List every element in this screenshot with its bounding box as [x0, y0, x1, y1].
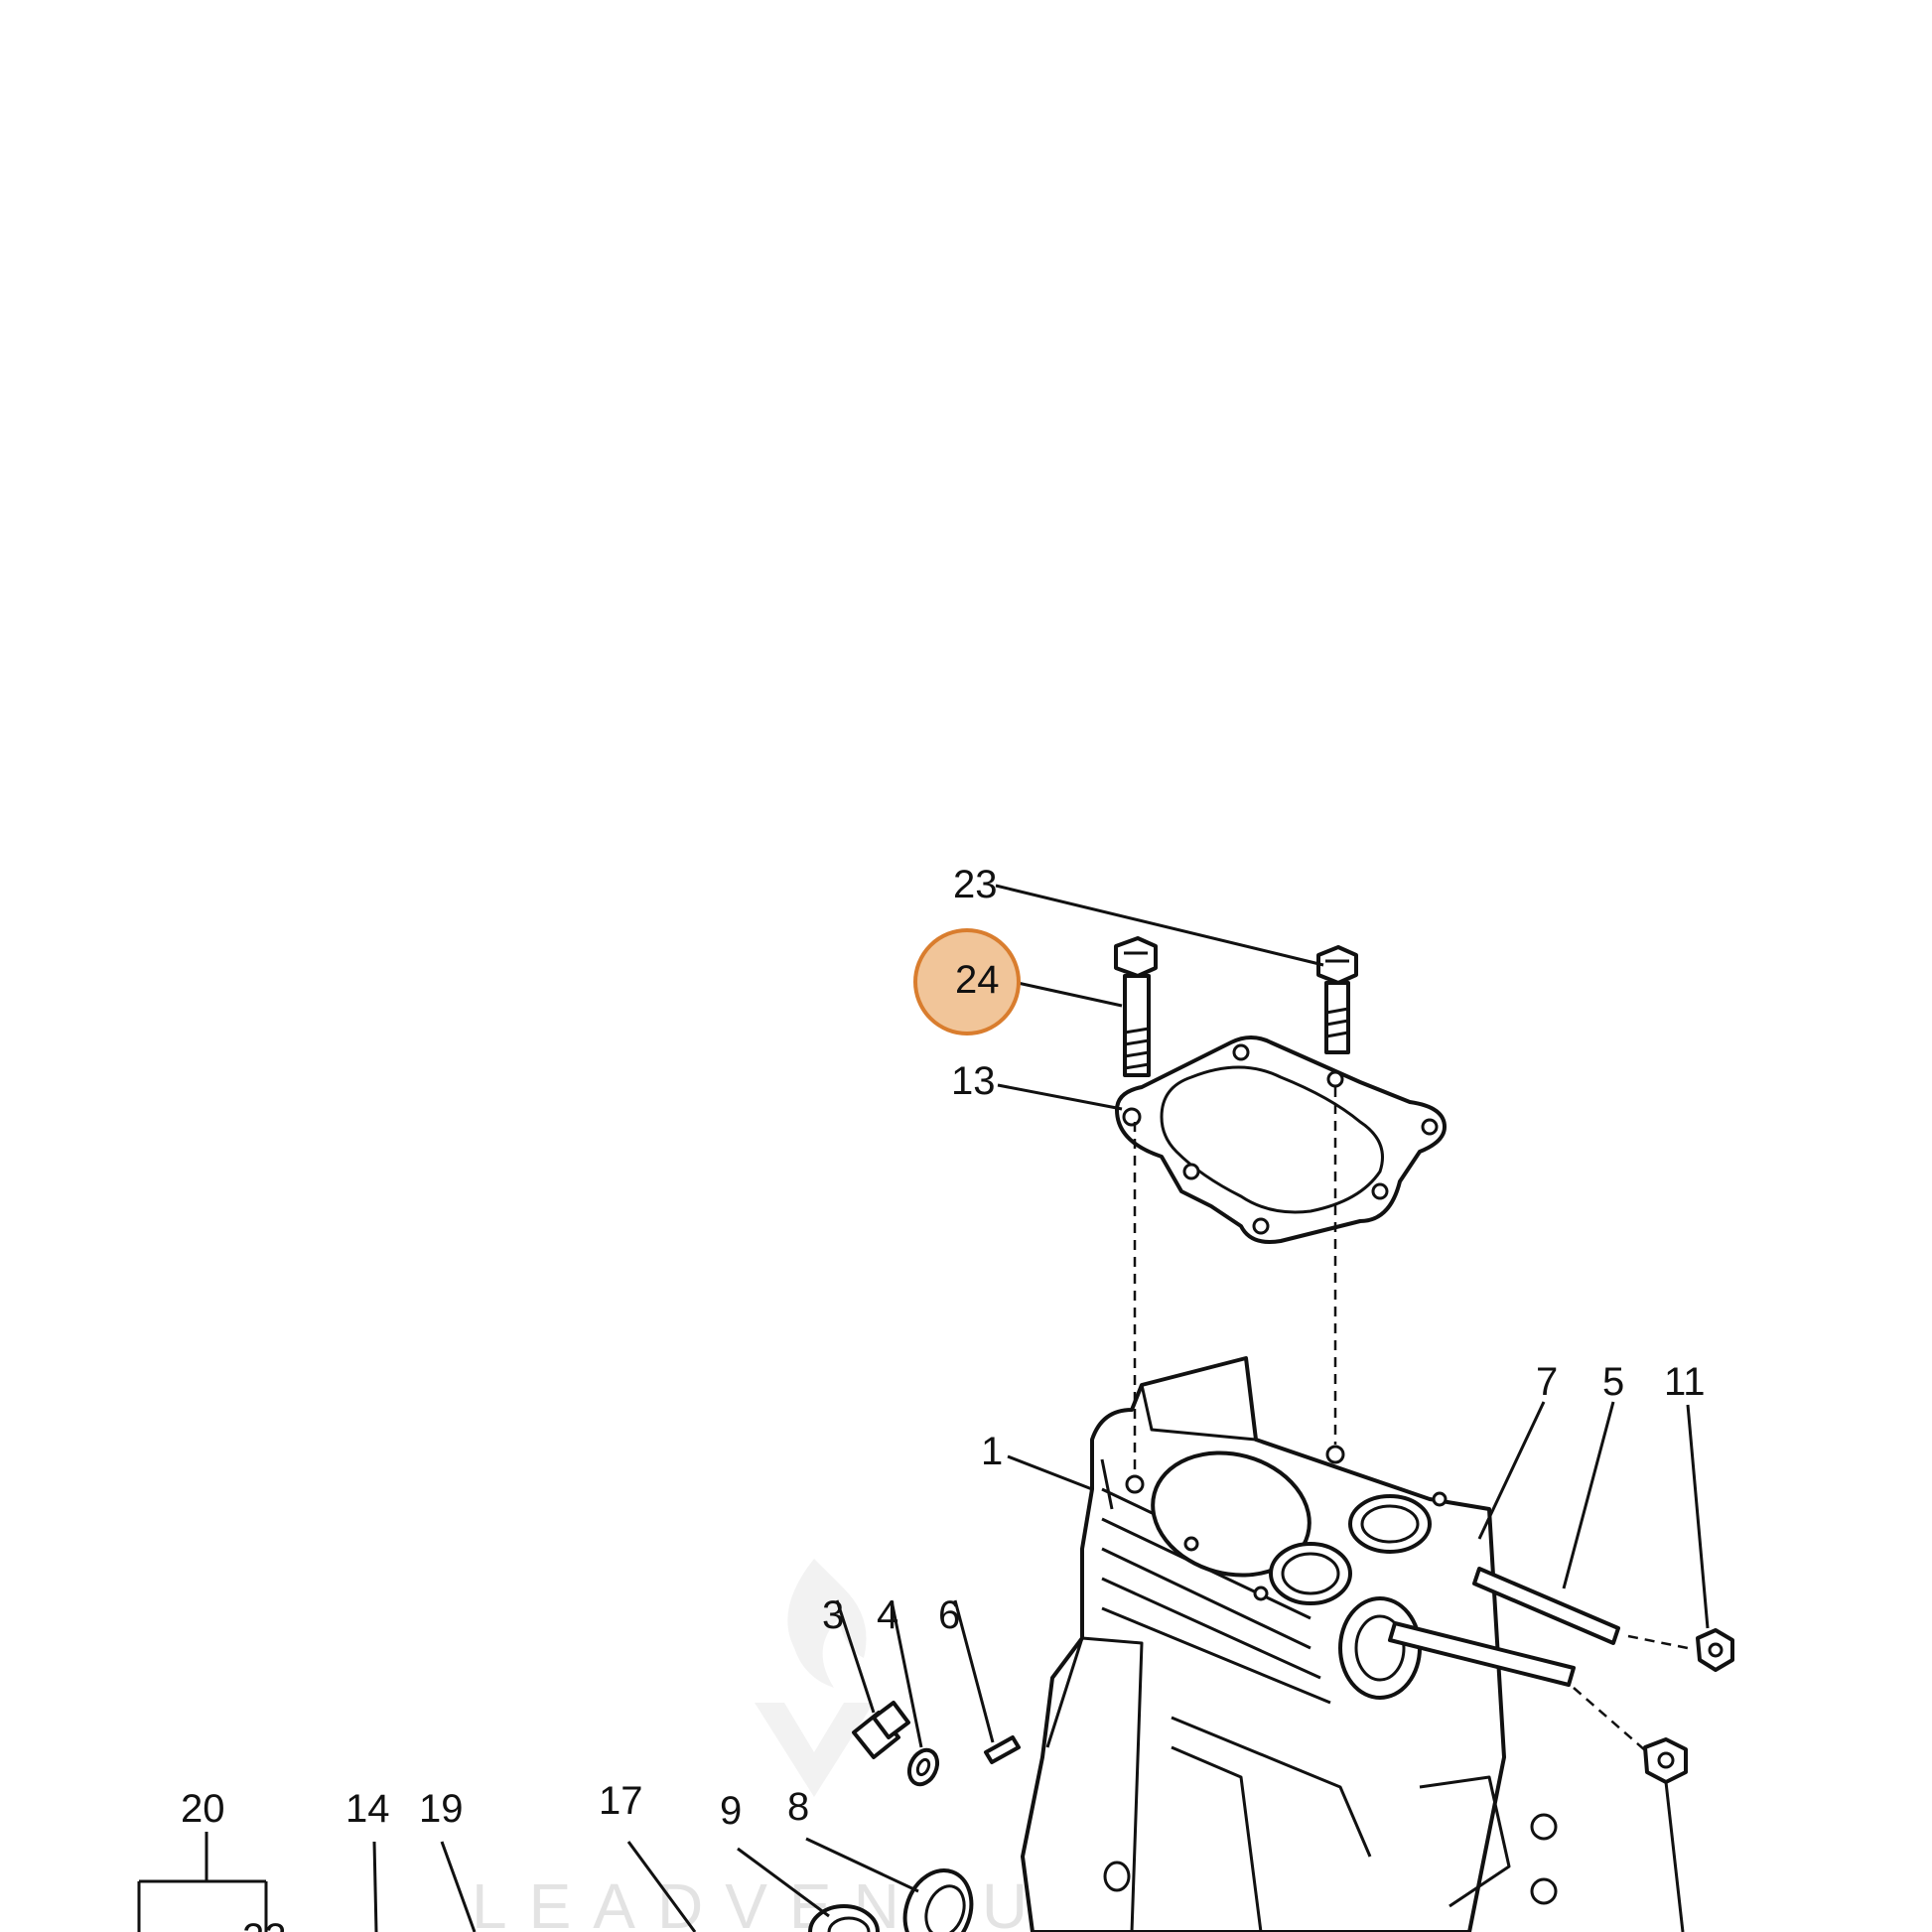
callout-17: 17 [599, 1779, 643, 1823]
leader-14 [372, 1841, 378, 1932]
nut-upper[interactable] [1696, 1628, 1734, 1672]
stud-bolt-upper[interactable] [1472, 1567, 1620, 1645]
nut-lower[interactable] [1643, 1737, 1688, 1784]
watermark-logo-icon [755, 1559, 874, 1797]
leader-6 [953, 1599, 995, 1743]
callout-labels: 23 24 13 1 7 5 11 3 4 6 20 14 19 17 9 8 … [181, 863, 1706, 1932]
callout-8: 8 [787, 1785, 809, 1829]
bolt-left[interactable] [1114, 936, 1158, 1077]
leader-1 [1007, 1454, 1093, 1491]
leader-3 [835, 1599, 876, 1714]
leader-17 [626, 1841, 697, 1932]
leader-11-upper [1686, 1404, 1710, 1629]
leader-5 [1562, 1401, 1615, 1589]
leader-4 [890, 1599, 923, 1748]
callout-5: 5 [1602, 1360, 1624, 1404]
dowel-pin[interactable] [984, 1735, 1021, 1764]
callout-20: 20 [181, 1787, 225, 1831]
callout-highlight[interactable] [913, 928, 1021, 1035]
drain-plug[interactable] [852, 1701, 910, 1759]
callout-24: 24 [955, 958, 1000, 1002]
callout-4: 4 [877, 1593, 898, 1637]
leader-9 [737, 1847, 830, 1918]
callout-3: 3 [822, 1593, 844, 1637]
sealing-washer[interactable] [904, 1745, 943, 1789]
ball-bearing[interactable] [808, 1904, 880, 1932]
callout-1: 1 [981, 1430, 1003, 1473]
leader-20-bracket [137, 1832, 268, 1932]
cylinder-head-gasket[interactable] [1115, 1035, 1447, 1244]
leader-8 [805, 1837, 919, 1893]
bolt-right[interactable] [1316, 945, 1358, 1054]
alignment-lines [1133, 1087, 1689, 1751]
callout-14: 14 [345, 1787, 390, 1831]
leader-7 [1477, 1401, 1546, 1540]
callout-6: 6 [938, 1593, 960, 1637]
callout-9: 9 [720, 1789, 742, 1833]
callout-19: 19 [419, 1787, 464, 1831]
leader-lines [137, 884, 1710, 1932]
leader-13 [997, 1083, 1123, 1111]
callout-11: 11 [1664, 1360, 1706, 1404]
callout-7: 7 [1536, 1360, 1558, 1404]
stud-bolt-lower[interactable] [1388, 1621, 1576, 1687]
callout-13: 13 [951, 1059, 996, 1103]
oil-seal[interactable] [895, 1862, 983, 1932]
leader-23 [995, 884, 1324, 967]
callout-22: 22 [242, 1916, 287, 1932]
leader-11-lower [1664, 1781, 1685, 1932]
callout-23: 23 [953, 863, 998, 906]
leader-19 [440, 1841, 477, 1932]
leader-24 [1017, 981, 1123, 1008]
